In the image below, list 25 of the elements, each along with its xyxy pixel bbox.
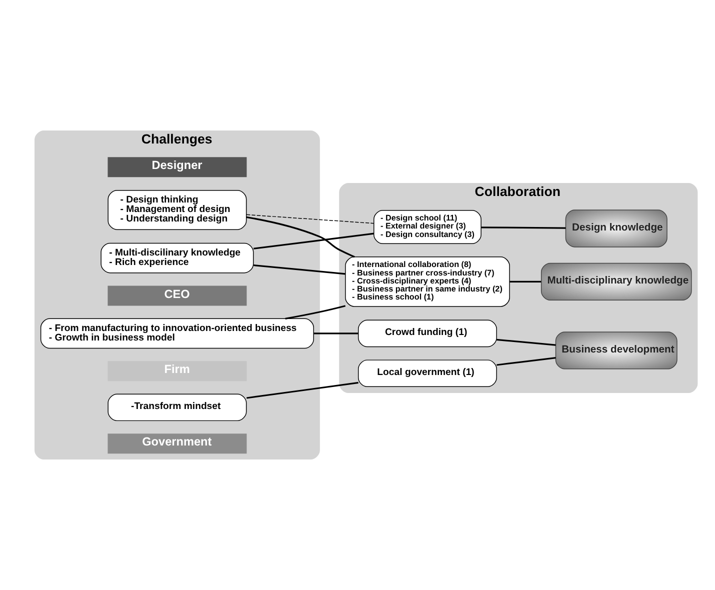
node-box: Crowd funding (1) — [358, 320, 497, 348]
connector — [481, 226, 566, 229]
node-box: Multi-disciplinary knowledge — [540, 262, 692, 301]
node-box: Government — [108, 434, 247, 454]
connector — [496, 338, 556, 346]
node-box: Design knowledge — [565, 210, 668, 248]
connector — [496, 356, 556, 366]
node-box: Local government (1) — [358, 360, 497, 388]
node-box: - Design school (11) - External designer (3) - Design consultancy (3) — [374, 210, 482, 244]
node-box: - Multi-discilinary knowledge - Rich experience — [100, 242, 254, 274]
node-box: - Design thinking - Management of design - Understanding design — [108, 190, 247, 230]
connector — [510, 280, 542, 282]
connector — [314, 332, 358, 334]
node-box: - From manufacturing to innovation-oriented business - Growth in business model — [40, 318, 314, 349]
connector — [254, 264, 346, 275]
node-box: -Transform mindset — [108, 394, 247, 422]
connector — [246, 382, 358, 399]
node-box: Business development — [555, 332, 678, 370]
connector — [246, 214, 374, 224]
node-box: - International collaboration (8) - Business partner cross-industry (7) - Cross-disciplinary experts (4) - Business partner in same industry (2) - Business school (1) — [345, 256, 510, 307]
node-box: Designer — [108, 157, 247, 178]
connector — [254, 232, 374, 250]
node-box: CEO — [108, 286, 247, 306]
connector — [246, 216, 355, 258]
connector — [285, 305, 346, 320]
